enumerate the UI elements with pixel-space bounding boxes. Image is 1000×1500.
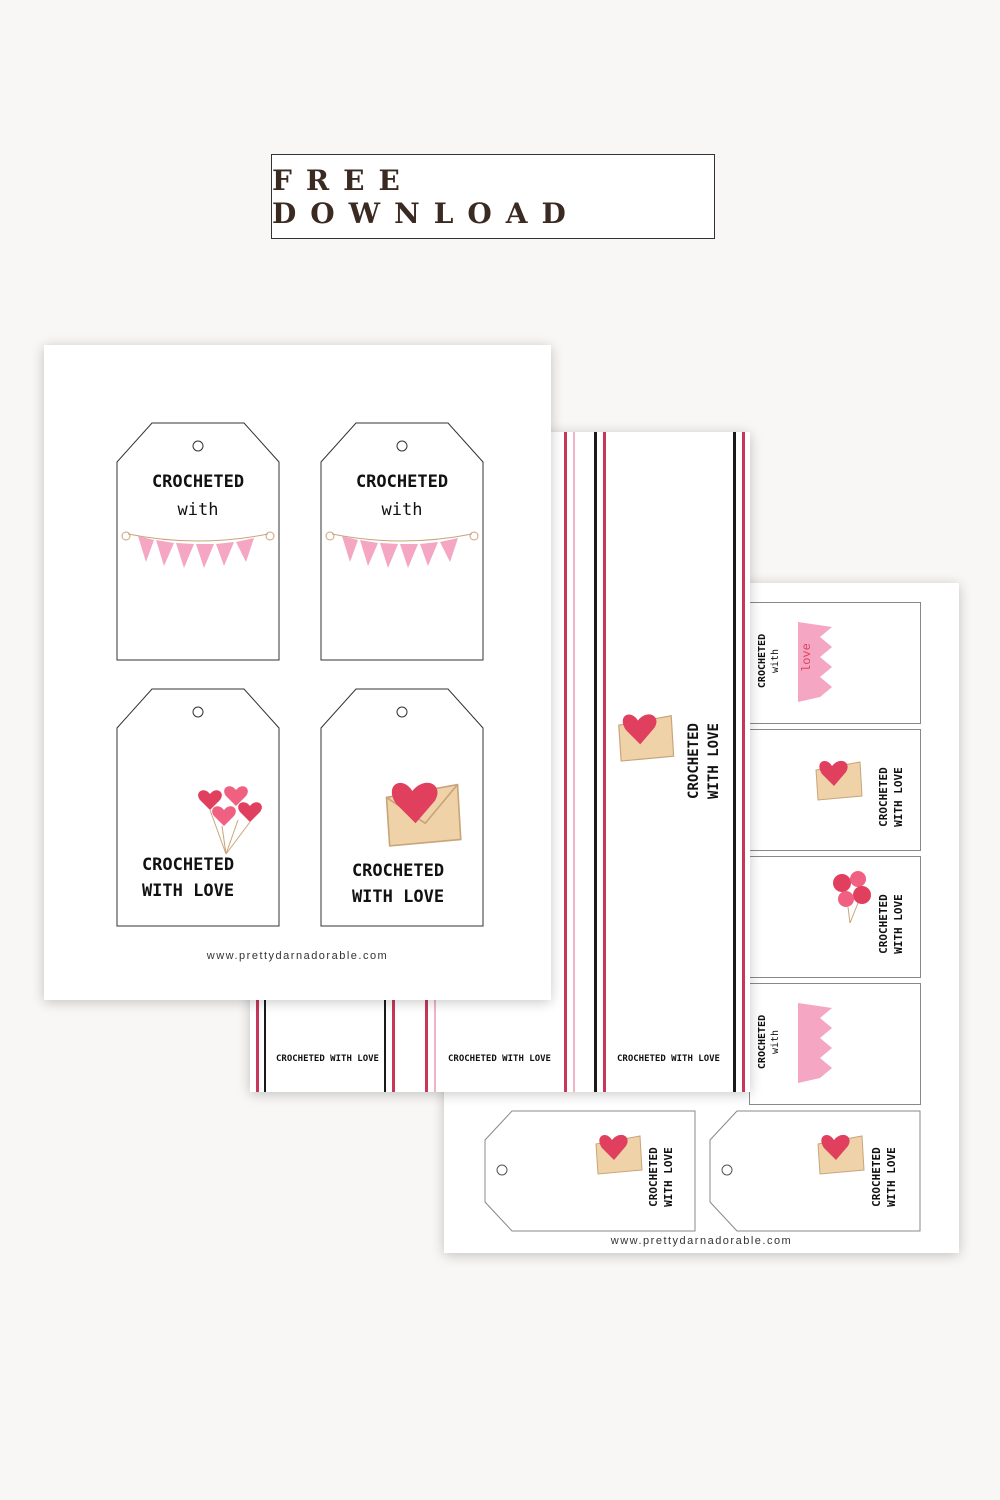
tag-cell-bunting-2: CROCHETED with (749, 983, 921, 1105)
tag-cell-envelope-1: CROCHETED WITH LOVE (749, 729, 921, 851)
heart-envelope-icon (618, 714, 675, 762)
tag-line1: CROCHETED (757, 1014, 768, 1070)
band-line2: WITH LOVE (706, 723, 722, 799)
love-bunting-icon: love (798, 622, 832, 702)
tag-line1: CROCHETED (877, 894, 890, 954)
love-bunting-icon (798, 1003, 832, 1083)
website-url[interactable]: www.prettydarnadorable.com (206, 950, 389, 962)
band-label: CROCHETED WITH LOVE (276, 1054, 379, 1064)
tag-line2: WITH LOVE (662, 1147, 675, 1207)
heart-envelope-icon (385, 782, 462, 847)
heart-envelope-icon (815, 760, 863, 801)
band-line1: CROCHETED (686, 723, 702, 799)
tag-outline (709, 1110, 921, 1232)
tag-cell-envelope-3: CROCHETED WITH LOVE (709, 1110, 921, 1232)
band-label: CROCHETED WITH LOVE (448, 1054, 551, 1064)
stripe (564, 432, 567, 1092)
tag-line1: CROCHETED (647, 1147, 660, 1207)
heart-balloons-icon (198, 786, 262, 855)
heart-envelope-icon (595, 1134, 643, 1175)
tag-line1: CROCHETED (151, 472, 245, 492)
gift-tag: CROCHETED with (116, 422, 280, 662)
website-url[interactable]: www.prettydarnadorable.com (610, 1235, 793, 1247)
heart-envelope-icon (817, 1134, 865, 1175)
love-bunting-icon (325, 531, 479, 568)
stripe (733, 432, 736, 1092)
tag-line1: CROCHETED (757, 633, 768, 689)
tag-cell-envelope-2: CROCHETED WITH LOVE (484, 1110, 696, 1232)
stripe (594, 432, 597, 1092)
tag-line1: CROCHETED (870, 1147, 883, 1207)
tag-outline (116, 688, 280, 927)
svg-text:love: love (800, 643, 814, 672)
tag-line2: WITH LOVE (885, 1147, 898, 1207)
tag-line2: WITH LOVE (351, 887, 445, 907)
tag-line2: with (177, 500, 219, 520)
heart-balloons-icon (833, 871, 871, 923)
gift-tag: CROCHETED WITH LOVE (116, 688, 280, 928)
front-sheet-printable: CROCHETED with CROCHETED with (44, 345, 551, 1000)
tag-line1: CROCHETED (351, 861, 445, 881)
tag-line2: WITH LOVE (141, 881, 235, 901)
tag-with: with (770, 648, 781, 674)
tag-cell-balloons: CROCHETED WITH LOVE (749, 856, 921, 978)
tag-outline (484, 1110, 696, 1232)
tag-line2: with (381, 500, 423, 520)
tag-line2: WITH LOVE (892, 767, 905, 827)
tag-line2: WITH LOVE (892, 894, 905, 954)
tag-with: with (770, 1029, 781, 1055)
tag-line1: CROCHETED (355, 472, 449, 492)
banner-label: FREE DOWNLOAD (272, 163, 580, 230)
gift-tag: CROCHETED with (320, 422, 484, 662)
tag-line1: CROCHETED (877, 767, 890, 827)
free-download-banner[interactable]: FREE DOWNLOAD (271, 154, 715, 239)
gift-tag: CROCHETED WITH LOVE (320, 688, 484, 928)
stripe (603, 432, 606, 1092)
band-label: CROCHETED WITH LOVE (617, 1054, 720, 1064)
tag-line1: CROCHETED (141, 855, 235, 875)
stripe (573, 432, 575, 1092)
stripe (742, 432, 745, 1092)
love-bunting-icon (121, 531, 275, 568)
tag-cell-bunting-1: CROCHETED with love (749, 602, 921, 724)
